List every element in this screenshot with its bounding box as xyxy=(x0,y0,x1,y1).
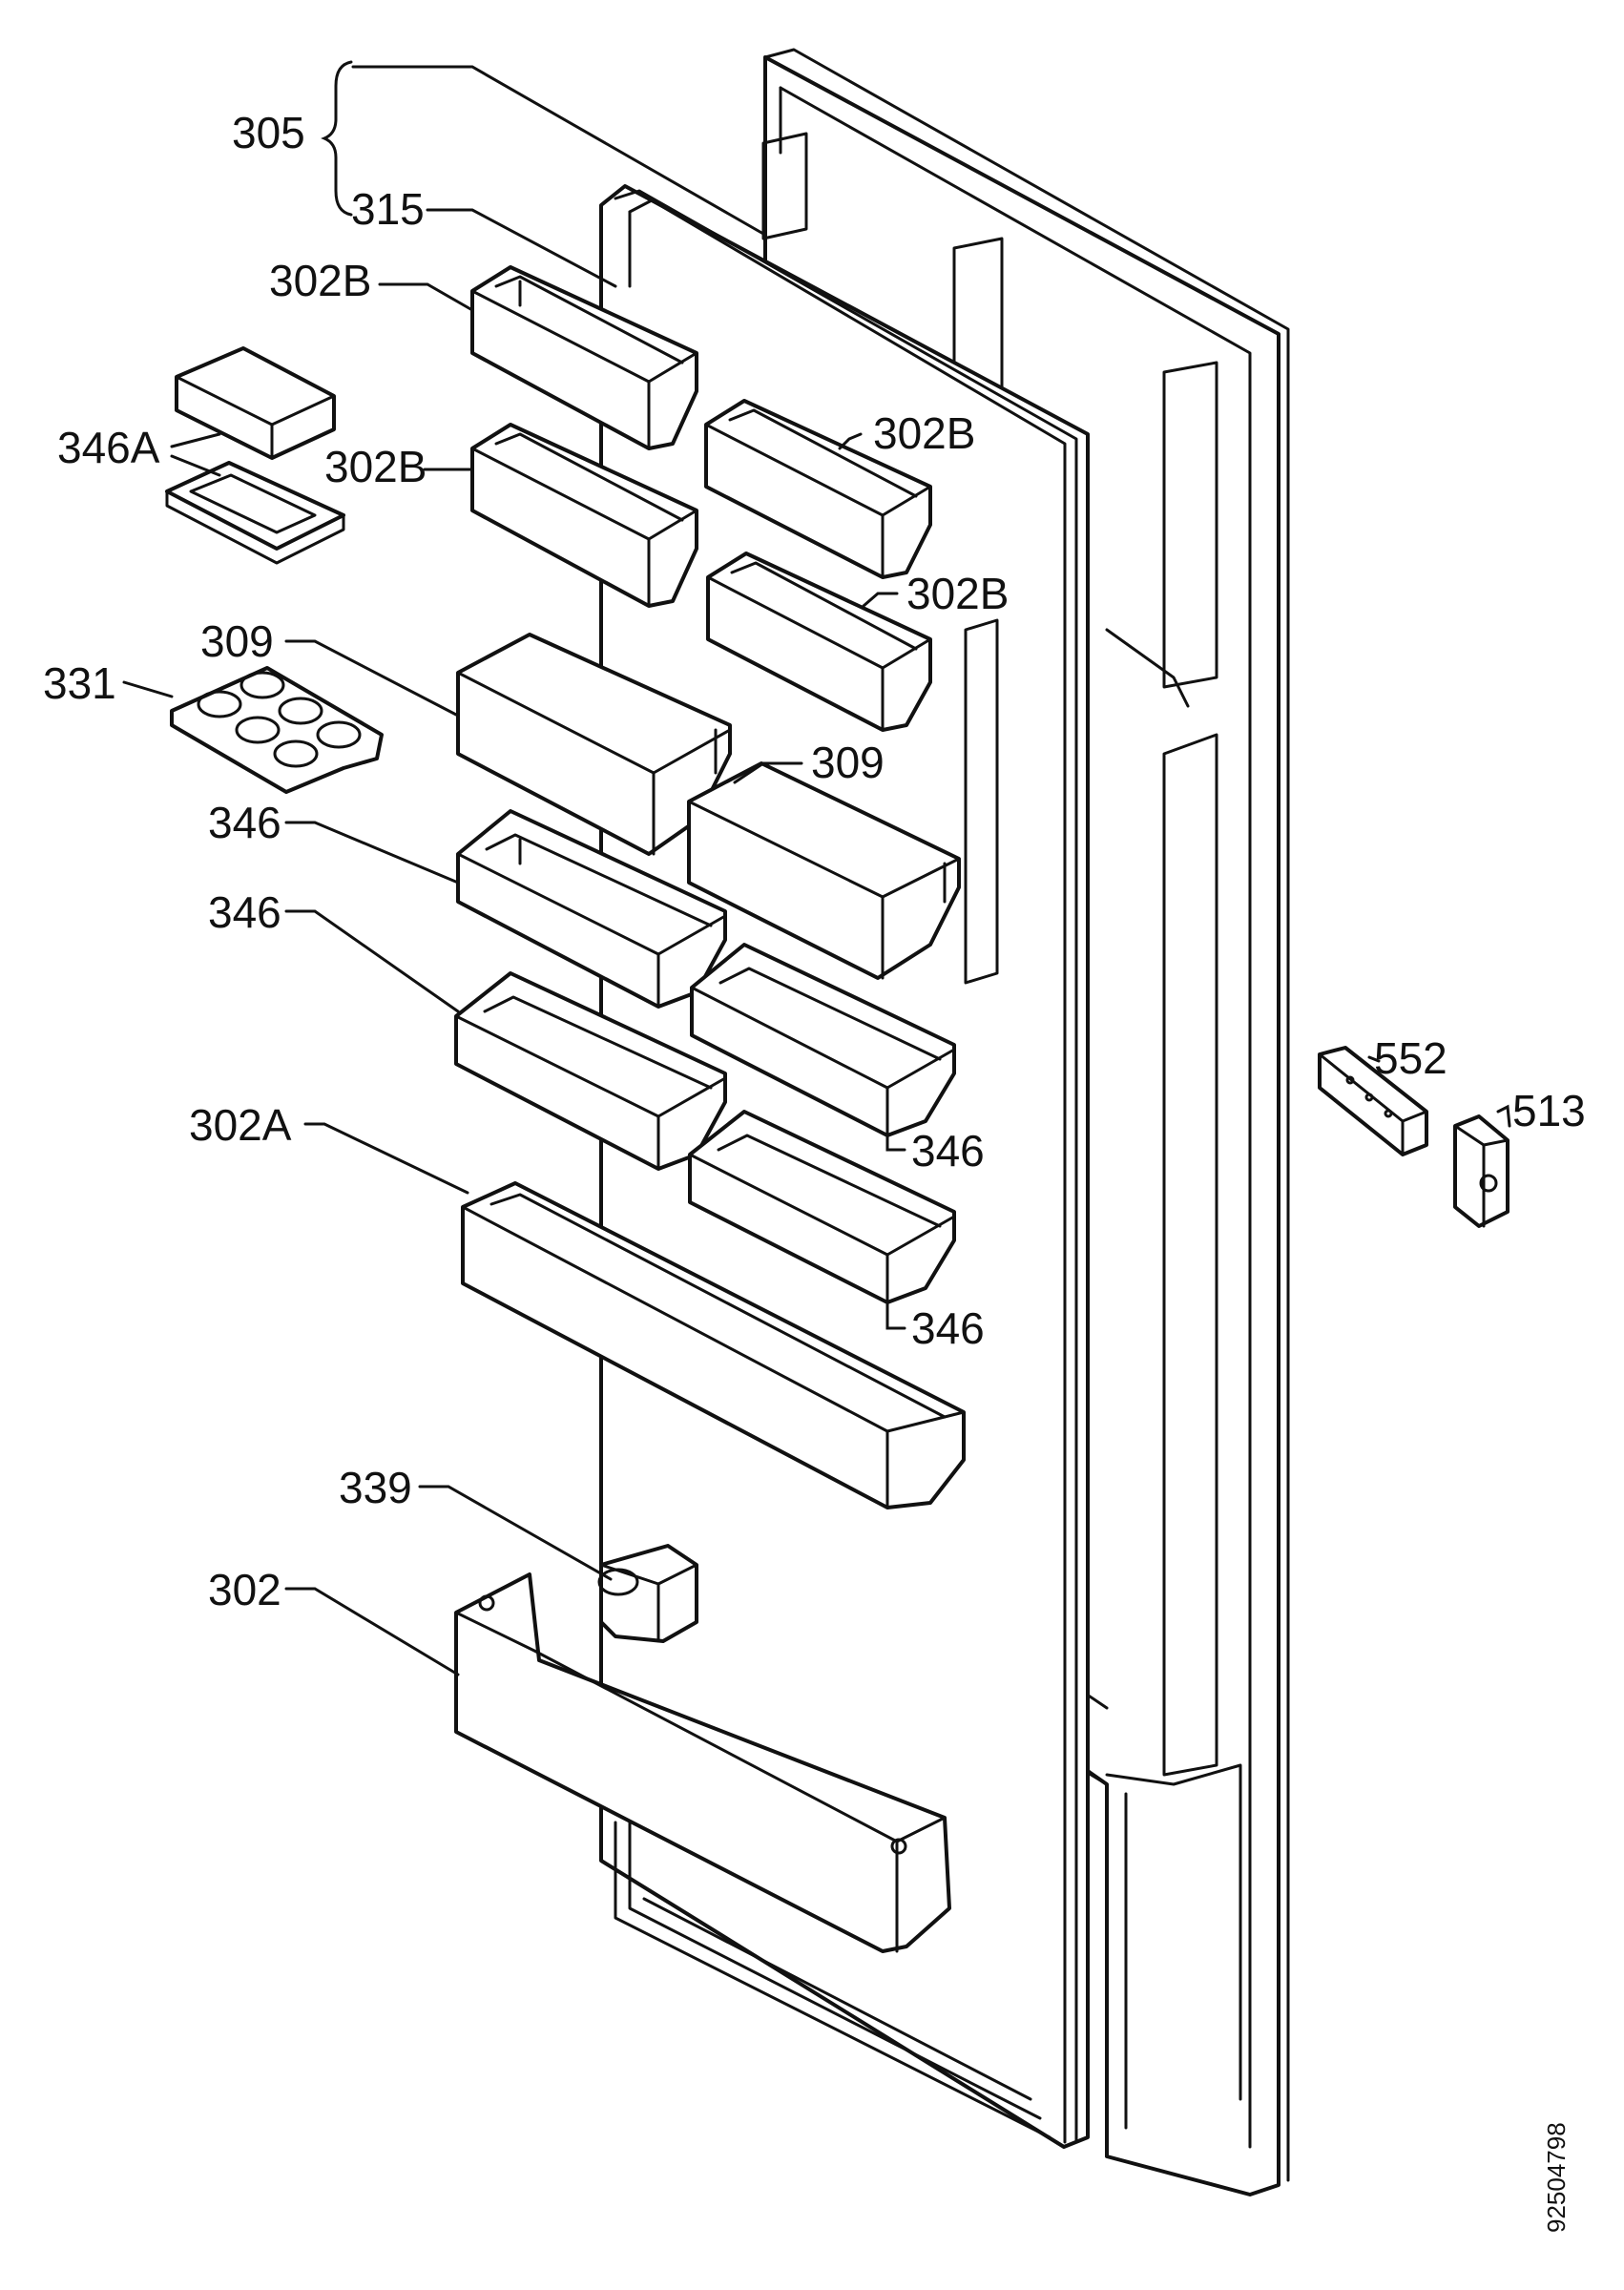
label-552: 552 xyxy=(1374,1033,1447,1083)
label-346-3: 346 xyxy=(911,1126,985,1176)
label-346-4: 346 xyxy=(911,1303,985,1353)
door-bin-302b-1 xyxy=(470,265,698,450)
label-302: 302 xyxy=(208,1565,281,1614)
door-bin-302b-4 xyxy=(706,552,932,732)
door-shelf-302a xyxy=(461,1181,966,1509)
door-bin-346-1 xyxy=(456,809,727,1009)
door-bin-346-4 xyxy=(688,1110,956,1304)
label-302b-1: 302B xyxy=(269,256,371,305)
label-302b-4: 302B xyxy=(906,569,1009,618)
butter-dish-346a xyxy=(165,346,345,565)
document-number: 92504798 xyxy=(1542,2122,1571,2233)
door-bin-302b-2 xyxy=(470,423,698,608)
label-331: 331 xyxy=(43,658,116,708)
clip-339 xyxy=(597,1544,698,1643)
door-bin-346-3 xyxy=(690,943,956,1137)
label-309-1: 309 xyxy=(200,616,274,666)
label-305: 305 xyxy=(232,108,305,157)
label-346-1: 346 xyxy=(208,798,281,847)
part-labels: 305 315 302B 302B 302B 302B 346A 309 309… xyxy=(43,108,1586,1614)
label-302a: 302A xyxy=(189,1100,292,1150)
door-bin-302b-3 xyxy=(704,399,932,579)
label-302b-3: 302B xyxy=(873,408,975,458)
brace-305 xyxy=(321,60,353,217)
egg-tray-331 xyxy=(170,666,384,794)
label-315: 315 xyxy=(351,184,425,234)
label-346-2: 346 xyxy=(208,887,281,937)
door-bin-346-2 xyxy=(454,971,727,1171)
label-513: 513 xyxy=(1512,1086,1586,1135)
label-339: 339 xyxy=(339,1463,412,1512)
label-302b-2: 302B xyxy=(324,442,427,491)
label-346a: 346A xyxy=(57,423,160,472)
door-shelf-302 xyxy=(454,1572,951,1953)
label-309-2: 309 xyxy=(811,738,885,787)
bracket-513 xyxy=(1453,1114,1509,1228)
leader-lines xyxy=(122,65,1511,1676)
hinge-plate-552 xyxy=(1318,1046,1428,1156)
dairy-box-309-2 xyxy=(687,761,961,980)
